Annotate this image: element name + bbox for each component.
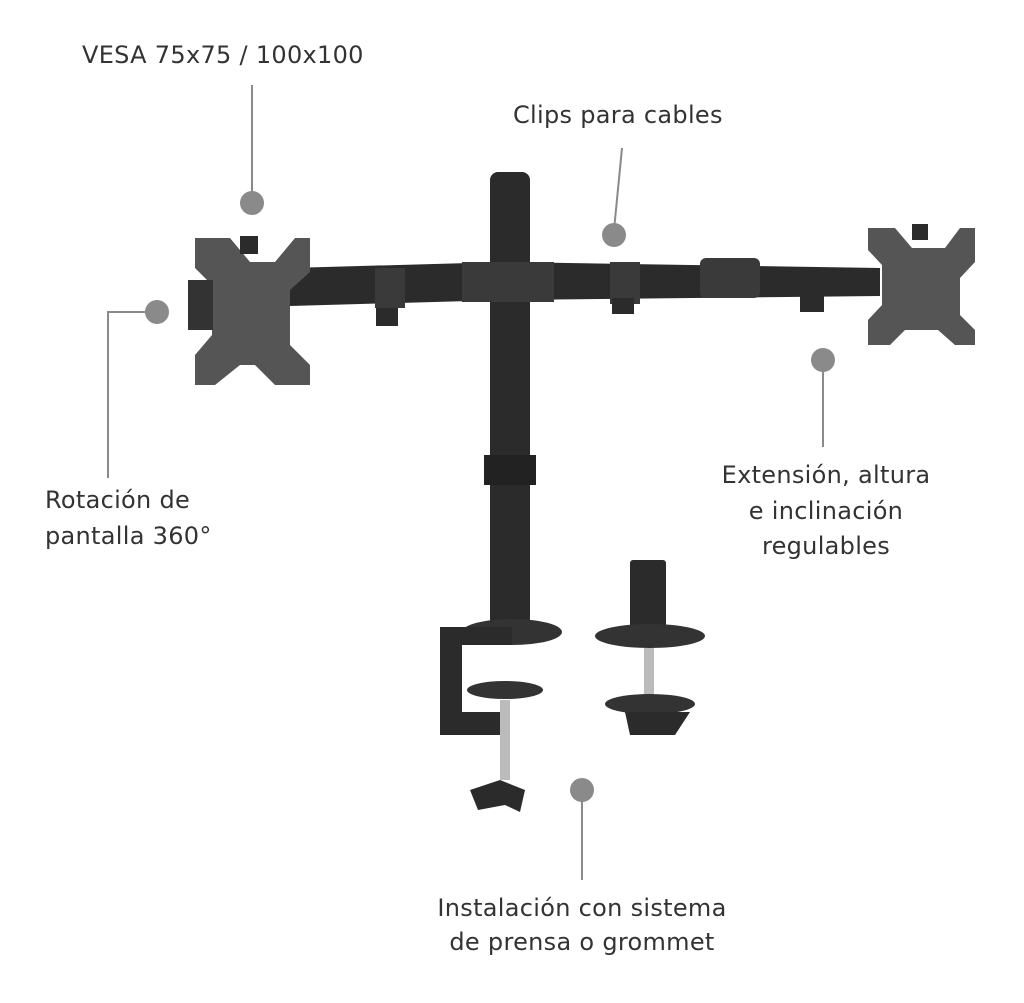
rotation-label-line1: Rotación de <box>45 486 191 514</box>
callout-lines <box>107 85 824 880</box>
vesa-label: VESA 75x75 / 100x100 <box>82 41 364 69</box>
installation-label-line1: Instalación con sistema <box>437 894 727 922</box>
extension-label-line2: e inclinación <box>748 497 904 525</box>
rotation-label-line2: pantalla 360° <box>45 522 212 550</box>
cable-clips-label: Clips para cables <box>513 101 723 129</box>
callout-dots <box>145 191 835 802</box>
extension-label-line1: Extensión, altura <box>721 461 931 489</box>
monitor-arm <box>188 172 975 812</box>
installation-label-line2: de prensa o grommet <box>449 928 715 956</box>
extension-label-line3: regulables <box>761 532 891 560</box>
